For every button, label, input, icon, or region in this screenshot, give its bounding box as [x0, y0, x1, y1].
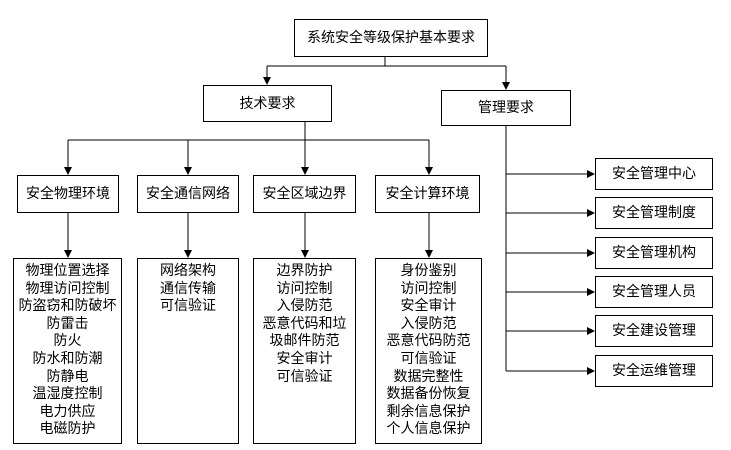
mgmt-item-operations: 安全运维管理: [595, 355, 713, 387]
list-item: 电磁防护: [39, 421, 96, 438]
list-item: 圾邮件防范: [269, 333, 340, 350]
mgmt-item-personnel: 安全管理人员: [595, 276, 713, 308]
mgmt-item-construction: 安全建设管理: [595, 315, 713, 347]
list-item: 电力供应: [39, 403, 96, 420]
list-item: 可信验证: [400, 350, 457, 367]
category-comm-network: 安全通信网络: [137, 175, 239, 213]
list-item: 入侵防范: [276, 298, 333, 315]
list-item: 温湿度控制: [32, 386, 103, 403]
root-node: 系统安全等级保护基本要求: [294, 19, 488, 57]
list-item: 安全审计: [276, 350, 333, 367]
list-item: 防盗窃和防破坏: [18, 298, 117, 315]
list-item: 防雷击: [46, 315, 89, 332]
list-item: 防水和防潮: [32, 350, 103, 367]
list-item: 防静电: [46, 368, 89, 385]
list-item: 身份鉴别: [400, 263, 457, 279]
list-item: 入侵防范: [400, 315, 457, 332]
list-item: 网络架构: [160, 263, 216, 279]
category-area-boundary: 安全区域边界: [253, 175, 356, 213]
list-item: 可信验证: [276, 368, 333, 385]
list-item: 通信传输: [160, 280, 216, 297]
comm-network-list: 网络架构 通信传输 可信验证: [137, 258, 239, 444]
tech-requirements-node: 技术要求: [203, 85, 332, 122]
list-item: 剩余信息保护: [386, 403, 471, 420]
category-physical-env: 安全物理环境: [17, 175, 119, 213]
list-item: 物理访问控制: [25, 280, 110, 297]
category-compute-env: 安全计算环境: [375, 175, 480, 213]
compute-env-list: 身份鉴别 访问控制 安全审计 入侵防范 恶意代码防范 可信验证 数据完整性 数据…: [375, 258, 482, 444]
area-boundary-list: 边界防护 访问控制 入侵防范 恶意代码和垃 圾邮件防范 安全审计 可信验证: [253, 258, 356, 444]
physical-env-list: 物理位置选择 物理访问控制 防盗窃和防破坏 防雷击 防火 防水和防潮 防静电 温…: [13, 258, 122, 444]
list-item: 防火: [53, 333, 82, 350]
list-item: 恶意代码防范: [386, 333, 471, 350]
list-item: 数据完整性: [393, 368, 464, 385]
list-item: 个人信息保护: [386, 421, 471, 438]
mgmt-item-organization: 安全管理机构: [595, 237, 713, 269]
list-item: 数据备份恢复: [386, 386, 471, 403]
list-item: 物理位置选择: [25, 263, 110, 279]
list-item: 边界防护: [276, 263, 333, 279]
mgmt-requirements-node: 管理要求: [441, 90, 571, 126]
list-item: 恶意代码和垃: [262, 315, 347, 332]
list-item: 安全审计: [400, 298, 457, 315]
mgmt-item-policy: 安全管理制度: [595, 197, 713, 229]
list-item: 可信验证: [160, 298, 216, 315]
list-item: 访问控制: [276, 280, 333, 297]
list-item: 访问控制: [400, 280, 457, 297]
mgmt-item-security-center: 安全管理中心: [595, 158, 713, 190]
